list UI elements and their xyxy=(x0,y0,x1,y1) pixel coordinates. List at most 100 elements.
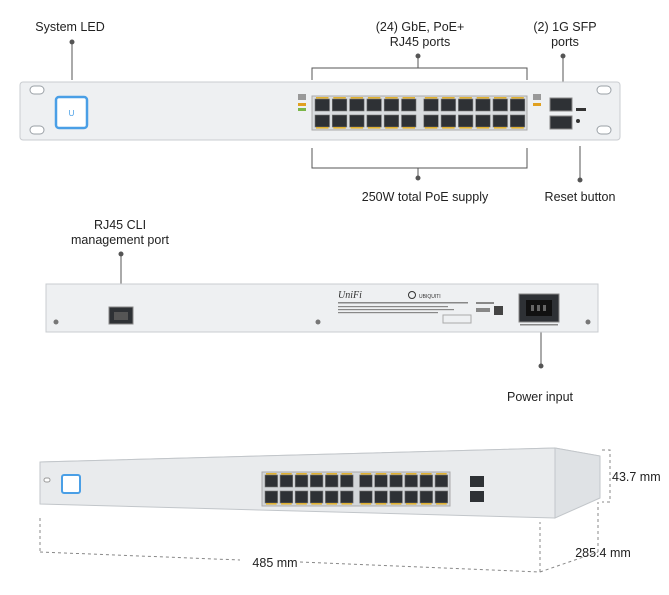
rj45-port xyxy=(294,490,309,504)
port-led xyxy=(350,97,364,99)
rj45-port xyxy=(325,474,339,488)
sfp-port-1 xyxy=(549,97,573,112)
callout-sfp-ports: (2) 1G SFP ports xyxy=(525,20,605,50)
rj45-port xyxy=(279,474,294,488)
iso-diagram xyxy=(39,447,611,573)
port-led xyxy=(326,503,337,505)
callout-reset-button: Reset button xyxy=(544,190,616,204)
rj45-port xyxy=(331,114,348,128)
dimension-depth: 285.4 mm xyxy=(575,546,631,560)
rj45-port xyxy=(340,474,354,488)
port-led xyxy=(333,127,346,129)
iso-sfp-port-2 xyxy=(470,491,484,502)
rj45-port xyxy=(359,474,373,488)
rj45-port xyxy=(404,474,418,488)
callout-cli-port: RJ45 CLI management port xyxy=(65,218,175,248)
rj45-port xyxy=(401,114,417,128)
port-led xyxy=(281,503,292,505)
rj45-port xyxy=(294,474,309,488)
port-led xyxy=(390,473,402,475)
port-led xyxy=(266,503,277,505)
rj45-port xyxy=(492,98,508,112)
back-chassis xyxy=(45,283,599,333)
callout-poe-supply: 250W total PoE supply xyxy=(361,190,489,204)
depth-line xyxy=(539,551,599,573)
rj45-port xyxy=(314,98,330,112)
rj45-port xyxy=(509,98,526,112)
front-panel-diagram: U xyxy=(19,39,621,183)
system-led-icon xyxy=(54,95,89,130)
port-led xyxy=(296,503,307,505)
port-led xyxy=(326,473,337,475)
rj45-port xyxy=(423,114,439,128)
port-led xyxy=(316,97,329,99)
svg-text:U: U xyxy=(69,109,75,118)
rj45-port xyxy=(492,114,508,128)
port-led xyxy=(405,473,417,475)
port-led xyxy=(385,97,398,99)
rj45-port xyxy=(340,490,354,504)
port-led xyxy=(375,503,387,505)
iso-rj45-port-grid xyxy=(261,471,451,507)
port-led xyxy=(360,503,372,505)
port-led xyxy=(402,127,415,129)
rj45-port xyxy=(440,114,456,128)
port-led xyxy=(367,127,381,129)
sfp-ports xyxy=(549,97,573,130)
rj45-port xyxy=(419,474,433,488)
rj45-port xyxy=(440,98,456,112)
rj45-port xyxy=(383,98,400,112)
port-led xyxy=(266,473,277,475)
rj45-port xyxy=(359,490,373,504)
rj45-port xyxy=(325,490,339,504)
bracket-poe-bottom xyxy=(311,148,528,169)
rj45-port xyxy=(366,114,382,128)
rj45-port xyxy=(419,490,433,504)
callout-rj45-ports: (24) GbE, PoE+ RJ45 ports xyxy=(355,20,485,50)
rj45-port xyxy=(401,98,417,112)
callout-power-input: Power input xyxy=(506,390,573,404)
port-led xyxy=(459,127,472,129)
dimension-lines xyxy=(39,449,611,573)
sfp-port-2 xyxy=(549,115,573,130)
iso-sfp-port-1 xyxy=(470,476,484,487)
rj45-port xyxy=(309,474,324,488)
callout-cli-line2: management port xyxy=(71,233,169,247)
rj45-port xyxy=(434,474,449,488)
rj45-port-grid xyxy=(311,95,528,131)
callout-rj45-ports-line1: (24) GbE, PoE+ xyxy=(375,20,465,34)
bracket-rj45-top xyxy=(311,67,528,80)
port-led xyxy=(476,97,490,99)
port-led xyxy=(494,127,507,129)
port-led xyxy=(424,127,438,129)
port-led xyxy=(421,473,432,475)
rj45-port xyxy=(374,474,388,488)
port-led xyxy=(341,473,353,475)
callout-cli-line1: RJ45 CLI xyxy=(93,218,147,232)
callout-system-led: System LED xyxy=(35,20,105,34)
rj45-port xyxy=(279,490,294,504)
port-led xyxy=(367,97,381,99)
port-led xyxy=(442,127,455,129)
port-led xyxy=(311,473,322,475)
rj45-port xyxy=(475,98,491,112)
front-leader-lines xyxy=(69,39,583,183)
rj45-port xyxy=(458,114,474,128)
iso-side-face xyxy=(554,447,601,519)
rj45-port xyxy=(314,114,330,128)
rj45-port xyxy=(331,98,348,112)
rj45-port xyxy=(434,490,449,504)
callout-rj45-ports-line2: RJ45 ports xyxy=(389,35,451,49)
rj45-port xyxy=(404,490,418,504)
rj45-port xyxy=(309,490,324,504)
port-led xyxy=(476,127,490,129)
port-led xyxy=(442,97,455,99)
rj45-port xyxy=(349,114,365,128)
rj45-port xyxy=(264,490,278,504)
port-led xyxy=(311,503,322,505)
port-led xyxy=(350,127,364,129)
rj45-port xyxy=(423,98,439,112)
regulatory-label xyxy=(338,302,503,324)
port-led xyxy=(436,473,447,475)
callout-sfp-line2: ports xyxy=(551,35,579,49)
